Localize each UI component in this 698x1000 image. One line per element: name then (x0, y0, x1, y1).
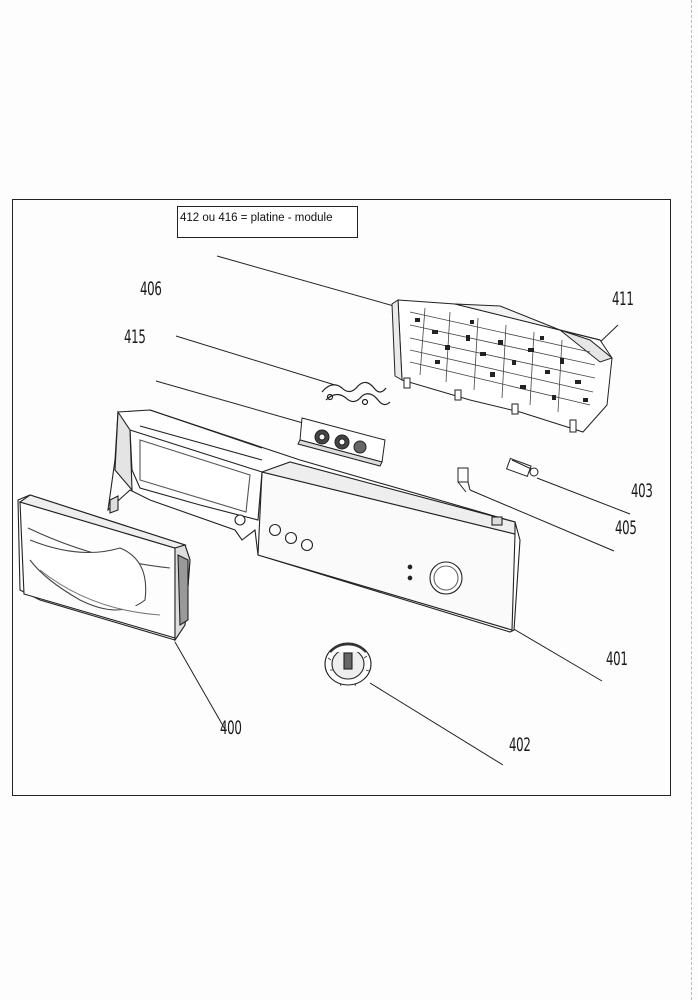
wire-clip-415 (321, 381, 391, 406)
control-panel-401 (107, 409, 521, 633)
callout-405: 405 (615, 517, 637, 539)
callout-411: 411 (612, 288, 634, 310)
callout-406: 406 (140, 278, 162, 300)
leader-403 (536, 477, 631, 515)
callout-401: 401 (606, 648, 628, 670)
leader-unlabeled (155, 380, 311, 426)
selector-shaft-403 (505, 457, 539, 478)
scan-edge (691, 0, 693, 1000)
leader-406 (216, 255, 409, 311)
part-note-box: 412 ou 416 = platine - module (177, 206, 358, 238)
light-pipe-405 (457, 467, 471, 493)
callout-415: 415 (124, 326, 146, 348)
control-board-411 (391, 299, 614, 433)
leader-405 (469, 489, 615, 552)
leader-402 (369, 682, 504, 766)
callout-402: 402 (509, 734, 531, 756)
diagram-frame (12, 199, 671, 796)
callout-403: 403 (631, 480, 653, 502)
button-block (297, 417, 386, 467)
leader-400 (174, 641, 227, 732)
knob-402 (324, 642, 372, 687)
leader-401 (511, 627, 603, 682)
leader-415 (175, 335, 336, 386)
callout-400: 400 (220, 717, 242, 739)
drawer-front-400 (17, 494, 191, 642)
